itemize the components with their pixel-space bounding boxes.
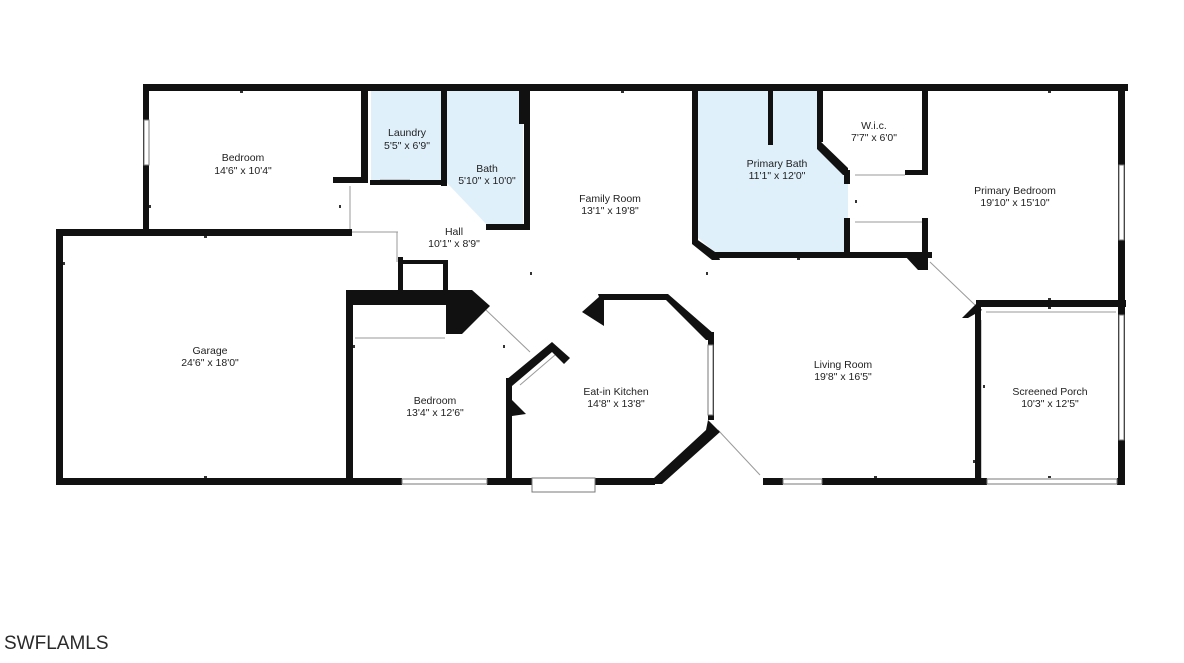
- laundry-name: Laundry: [388, 127, 427, 139]
- bath-name: Bath: [476, 163, 498, 175]
- bedroom2-name: Bedroom: [414, 395, 457, 407]
- family-room-dims: 13'1" x 19'8": [581, 205, 639, 217]
- laundry-dims: 5'5" x 6'9": [384, 140, 430, 152]
- window-living-bottom: [782, 478, 823, 485]
- wic-name: W.i.c.: [861, 120, 887, 132]
- dimension-ticks: [63, 91, 1051, 478]
- screened-porch-dims: 10'3" x 12'5": [1021, 398, 1079, 410]
- wic-dims: 7'7" x 6'0": [851, 132, 897, 144]
- kitchen-name: Eat-in Kitchen: [583, 386, 649, 398]
- primary-bedroom-dims: 19'10" x 15'10": [980, 197, 1050, 209]
- bedroom1-name: Bedroom: [222, 152, 265, 164]
- window-bedroom1-left: [143, 119, 150, 166]
- living-room-dims: 19'8" x 16'5": [814, 371, 872, 383]
- bedroom1-dims: 14'6" x 10'4": [214, 165, 272, 177]
- window-bedroom2-bottom: [401, 478, 488, 485]
- room-labels: Bedroom 14'6" x 10'4" Laundry 5'5" x 6'9…: [181, 120, 1088, 419]
- window-kitchen-right: [707, 344, 714, 416]
- garage-dims: 24'6" x 18'0": [181, 357, 239, 369]
- laundry-fill: [371, 90, 444, 182]
- primary-bath-fill: [697, 90, 848, 252]
- window-porch-right: [1118, 314, 1125, 441]
- hall-dims: 10'1" x 8'9": [428, 238, 480, 250]
- kitchen-dims: 14'8" x 13'8": [587, 398, 645, 410]
- windows: [143, 119, 1125, 493]
- screened-porch-name: Screened Porch: [1012, 386, 1087, 398]
- watermark: SWFLAMLS: [4, 633, 109, 654]
- window-porch-bottom: [986, 478, 1118, 485]
- hall-name: Hall: [445, 226, 463, 238]
- window-primary-bedroom-right: [1118, 164, 1125, 241]
- walls: [56, 84, 1128, 485]
- primary-bath-name: Primary Bath: [747, 158, 808, 170]
- primary-bedroom-name: Primary Bedroom: [974, 185, 1056, 197]
- wet-room-fills: [371, 90, 848, 252]
- family-room-name: Family Room: [579, 193, 641, 205]
- primary-bath-dims: 11'1" x 12'0": [749, 170, 806, 182]
- garage-name: Garage: [192, 345, 227, 357]
- window-kitchen-bay: [531, 477, 596, 493]
- living-room-name: Living Room: [814, 359, 873, 371]
- bedroom2-dims: 13'4" x 12'6": [406, 407, 464, 419]
- bath-fill: [447, 90, 523, 227]
- bath-dims: 5'10" x 10'0": [458, 175, 516, 187]
